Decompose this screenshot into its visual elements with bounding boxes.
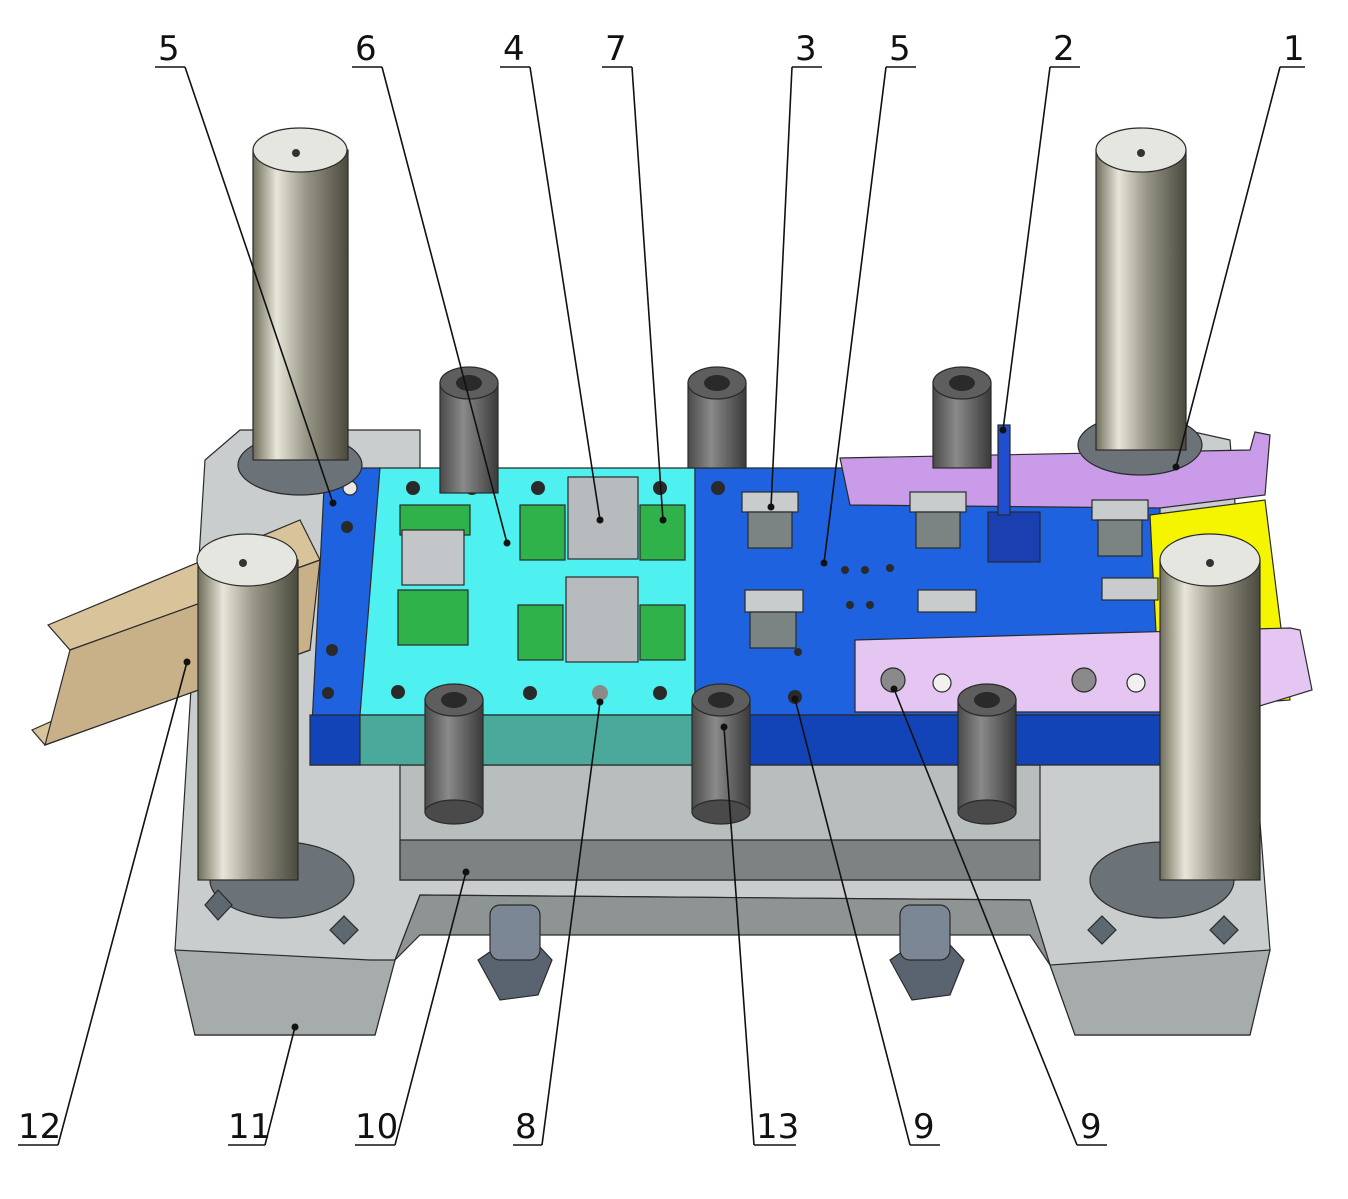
svg-text:11: 11 [228,1107,271,1147]
callout-3: 3 [767,29,822,511]
guide-pillar-rear-left [237,127,363,496]
svg-text:10: 10 [355,1107,398,1147]
svg-text:9: 9 [913,1107,935,1147]
callout-13: 13 [720,723,799,1147]
svg-text:5: 5 [158,29,180,69]
callout-6: 6 [352,29,511,547]
callout-7: 7 [602,29,667,524]
guide-rail-upper [839,431,1271,509]
callout-2: 2 [999,29,1080,434]
svg-text:2: 2 [1053,29,1075,69]
svg-text:6: 6 [355,29,377,69]
svg-text:8: 8 [515,1107,537,1147]
svg-text:3: 3 [795,29,817,69]
svg-text:12: 12 [18,1107,61,1147]
punch-blocks [401,476,639,663]
stop-pin [997,424,1011,516]
callout-5-left: 5 [155,29,337,507]
svg-text:13: 13 [756,1107,799,1147]
callout-12: 12 [18,658,191,1147]
callout-4: 4 [500,29,604,524]
guide-pillar-rear-right [1077,127,1203,476]
guide-bush [687,366,747,469]
callout-8: 8 [513,698,604,1147]
piercing-punches [741,491,1159,649]
svg-text:1: 1 [1283,29,1305,69]
front-hex-nut-right [889,904,965,1001]
callout-5-right: 5 [820,29,916,567]
svg-text:7: 7 [605,29,627,69]
svg-text:9: 9 [1080,1107,1102,1147]
svg-text:4: 4 [503,29,525,69]
plate-screw-holes [322,480,894,704]
guide-bush [957,683,1017,825]
front-hex-nut-left [477,904,553,1001]
guide-bush [691,683,751,825]
callout-10: 10 [355,868,470,1147]
callout-9-left: 9 [791,695,940,1147]
callouts: 5 6 4 7 3 5 [18,29,1305,1147]
guide-bush [424,683,484,825]
guide-pillar-front-left [196,533,359,945]
callout-9-right: 9 [890,685,1107,1147]
guide-bushes [424,366,1017,825]
svg-text:5: 5 [889,29,911,69]
callout-11: 11 [228,1023,299,1147]
guide-bush [932,366,992,469]
guide-pillar-front-right [1087,533,1261,945]
callout-1: 1 [1172,29,1305,471]
